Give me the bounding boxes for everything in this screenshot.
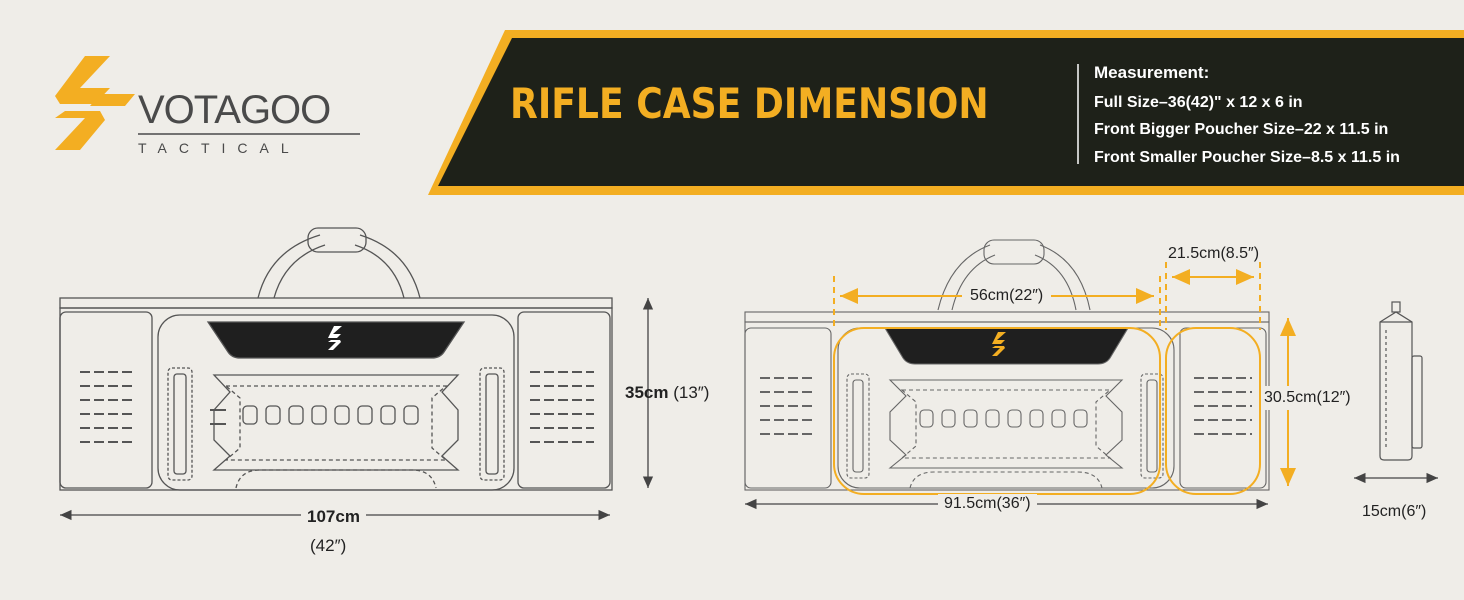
measurement-heading: Measurement: [1094,63,1210,82]
page-title: RIFLE CASE DIMENSION [510,79,989,128]
pouch-highlights [833,262,1296,495]
left-case-logo-icon [328,326,342,350]
logo-divider [138,133,360,135]
case-side-view [1379,301,1423,461]
right-width-label: 91.5cm(36″) [938,494,1037,514]
side-depth-label: 15cm(6″) [1362,503,1427,520]
title-banner [428,30,1464,195]
measurement-line-big-pouch: Front Bigger Poucher Size–22 x 11.5 in [1094,121,1389,138]
measurement-line-full-size: Full Size–36(42)" x 12 x 6 in [1094,94,1303,111]
measurement-line-small-pouch: Front Smaller Poucher Size–8.5 x 11.5 in [1094,149,1400,166]
small-pouch-width-label: 21.5cm(8.5″) [1168,245,1260,262]
right-case-front-view [744,239,1270,491]
left-width-label: 107cm [301,507,366,527]
left-height-label: 35cm (13″) [625,383,710,402]
left-width-inches: (42″) [310,536,347,555]
brand-name: VOTAGOO [138,88,331,132]
right-height-label: 30.5cm(12″) [1264,386,1351,410]
big-pouch-width-label: 56cm(22″) [962,286,1052,306]
left-case-front-view [59,227,613,491]
right-case-logo-icon [992,332,1006,356]
votagoo-logo-icon [55,56,135,150]
brand-tagline: TACTICAL [138,140,301,156]
